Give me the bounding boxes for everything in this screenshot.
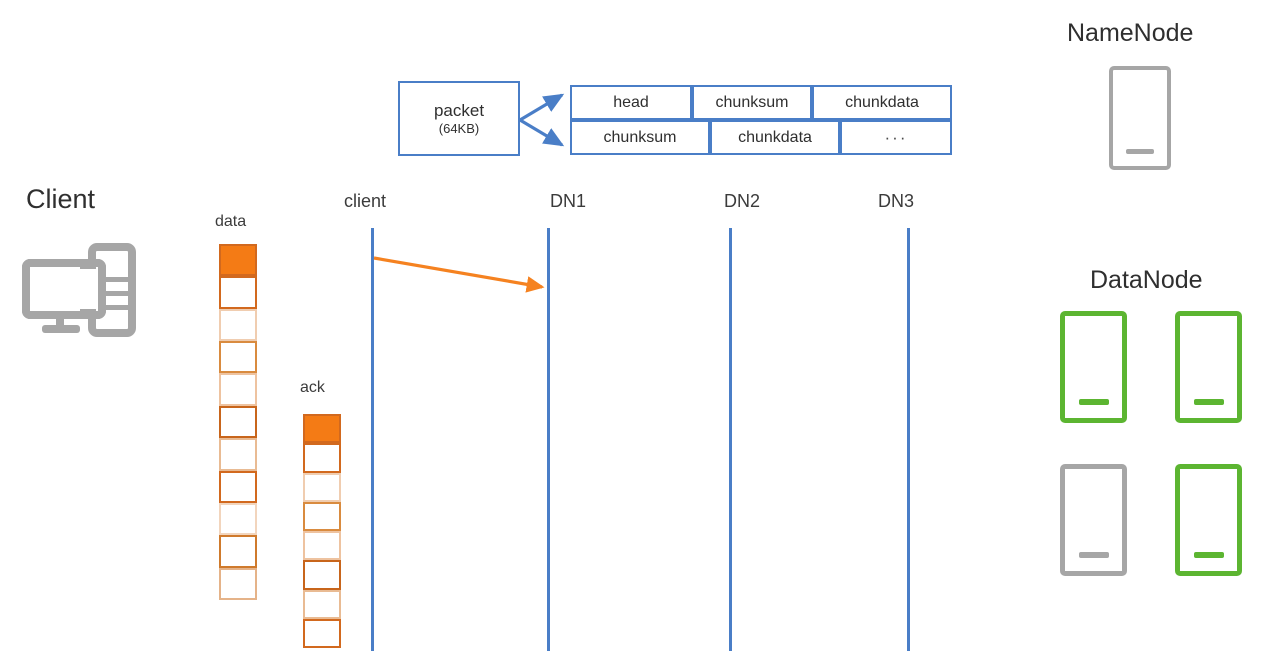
- namenode-box: [1109, 66, 1171, 170]
- lifeline-client: [371, 228, 374, 651]
- lifeline-label-client: client: [344, 191, 387, 211]
- packet-segment-ellipsis: ···: [840, 120, 952, 155]
- ack-queue-cell-empty-2: [303, 443, 341, 473]
- packet-segment-chunkdata-1: chunkdata: [812, 85, 952, 120]
- datanode-indicator-4: [1193, 552, 1224, 558]
- lifeline-label-dn2: DN2: [724, 191, 761, 211]
- data-queue-label: data: [215, 213, 247, 230]
- data-queue-cell-empty-7: [219, 438, 257, 471]
- datanode-title: DataNode: [1090, 266, 1203, 294]
- data-queue-cell-empty-5: [219, 373, 257, 406]
- data-queue-cell-empty-6: [219, 405, 257, 439]
- data-queue-cell-empty-8: [219, 470, 257, 503]
- data-queue-cell-empty-10: [219, 535, 257, 568]
- data-queue-cell-empty-9: [219, 502, 257, 536]
- datanode-box-3: [1060, 464, 1127, 576]
- datanode-indicator-3: [1078, 552, 1109, 558]
- packet-split-arrows: [518, 84, 578, 156]
- data-queue-cell-filled-1: [219, 244, 257, 277]
- lifeline-dn1: [547, 228, 550, 651]
- ack-queue-cell-empty-3: [303, 472, 341, 502]
- data-queue-cell-empty-11: [219, 567, 257, 600]
- client-computer-icon: [22, 243, 140, 337]
- datanode-indicator-1: [1078, 399, 1109, 405]
- packet-segment-chunksum-2: chunksum: [570, 120, 710, 155]
- data-queue-cell-empty-2: [219, 276, 257, 309]
- data-flow-arrow-client-to-dn1: [370, 250, 560, 300]
- ack-queue-cell-empty-7: [303, 589, 341, 619]
- ack-queue-cell-empty-6: [303, 560, 341, 590]
- datanode-box-2: [1175, 311, 1242, 423]
- lifeline-label-dn1: DN1: [550, 191, 587, 211]
- packet-size: (64KB): [438, 121, 480, 136]
- datanode-box-4: [1175, 464, 1242, 576]
- ack-queue-cell-empty-8: [303, 618, 341, 648]
- packet-segment-head: head: [570, 85, 692, 120]
- ack-queue-stack: [303, 414, 341, 648]
- ack-queue-cell-empty-4: [303, 501, 341, 531]
- packet-segment-chunkdata-2: chunkdata: [710, 120, 840, 155]
- lifeline-label-dn3: DN3: [878, 191, 915, 211]
- lifeline-dn2: [729, 228, 732, 651]
- packet-name: packet: [433, 100, 485, 120]
- datanode-indicator-2: [1193, 399, 1224, 405]
- ack-queue-cell-filled-1: [303, 414, 341, 444]
- data-queue-cell-empty-4: [219, 341, 257, 374]
- packet-segment-chunksum-1: chunksum: [692, 85, 812, 120]
- ack-queue-cell-empty-5: [303, 531, 341, 561]
- data-queue-cell-empty-3: [219, 308, 257, 342]
- lifeline-dn3: [907, 228, 910, 651]
- client-title: Client: [26, 184, 96, 214]
- datanode-box-1: [1060, 311, 1127, 423]
- ack-queue-label: ack: [300, 379, 325, 396]
- packet-box: packet (64KB): [398, 81, 520, 156]
- namenode-title: NameNode: [1067, 19, 1194, 47]
- namenode-indicator: [1126, 149, 1154, 154]
- data-queue-stack: [219, 244, 257, 600]
